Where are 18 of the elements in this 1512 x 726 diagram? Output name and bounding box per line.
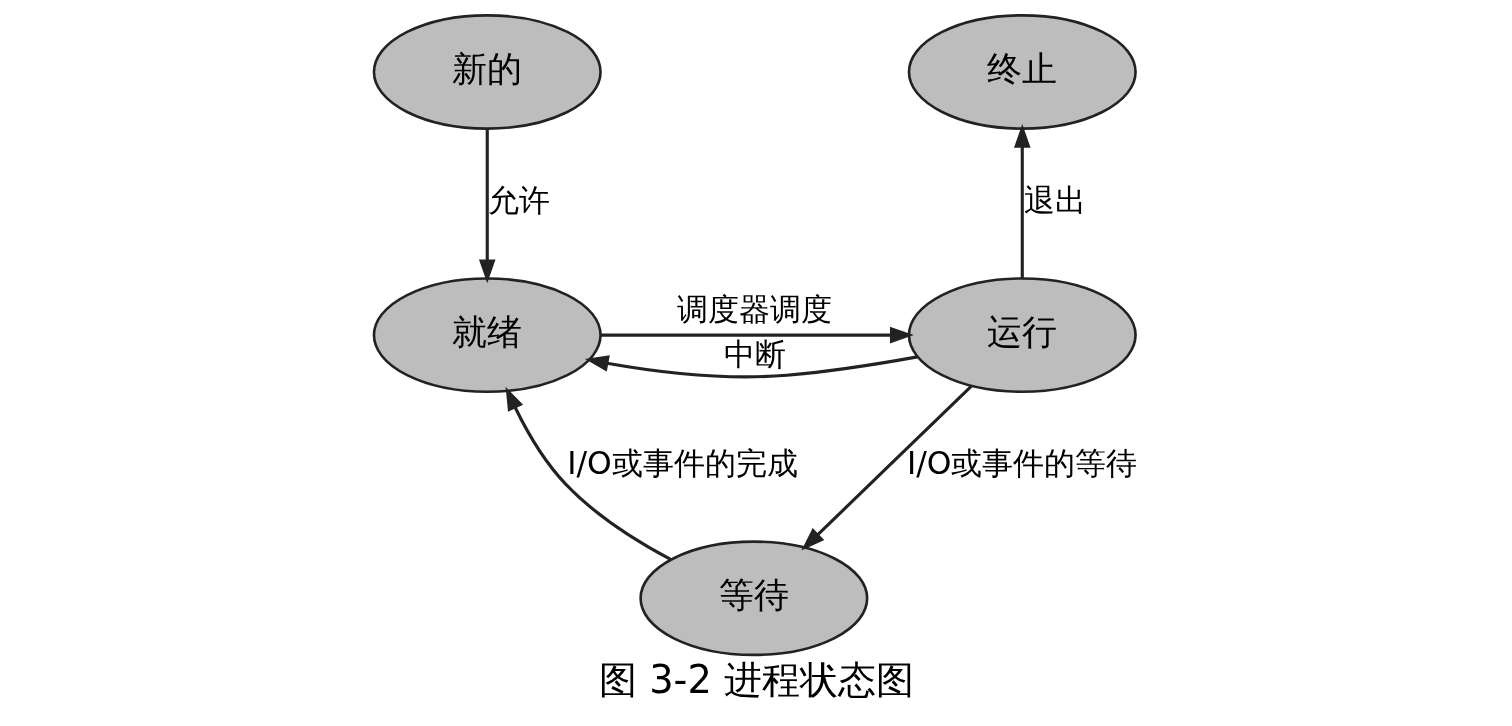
arrow	[478, 128, 496, 284]
node-ellipse: 终止	[907, 14, 1137, 130]
arrow	[800, 385, 972, 551]
arrow	[600, 326, 914, 344]
edge-label: 调度器调度	[676, 291, 832, 328]
edge-label: 允许	[487, 182, 550, 219]
arrow	[505, 386, 671, 561]
edge-label: I/O或事件的等待	[906, 445, 1138, 482]
node-ellipse: 运行	[907, 277, 1137, 394]
arrow	[584, 355, 918, 379]
node-ellipse: 就绪	[372, 277, 602, 394]
node-ellipse: 新的	[372, 14, 602, 130]
node-ellipse: 等待	[638, 540, 868, 657]
caption: 图 3-2 进程状态图	[598, 656, 914, 702]
edge-label: 中断	[723, 336, 786, 373]
edge-label: 退出	[1023, 182, 1086, 219]
arrow	[1013, 124, 1031, 279]
edge-label: I/O或事件的完成	[566, 445, 798, 482]
